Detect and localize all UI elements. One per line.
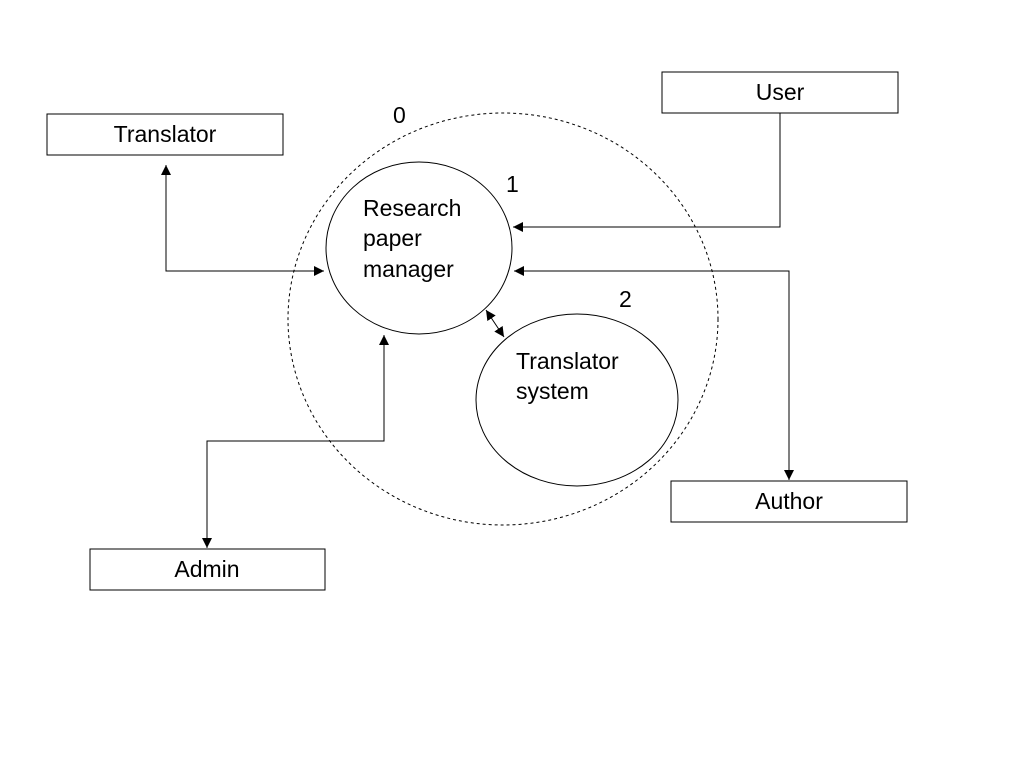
flow-user-manager — [513, 113, 781, 232]
entity-author-label: Author — [755, 488, 823, 514]
entity-translator[interactable]: Translator — [46, 113, 284, 156]
entity-user-label: User — [756, 79, 805, 105]
flow-manager-author — [514, 266, 794, 480]
flow-manager-translator-system — [485, 309, 505, 338]
process-translator-system[interactable]: Translator system — [475, 313, 679, 487]
system-boundary — [287, 112, 719, 526]
process-2-number: 2 — [619, 286, 632, 312]
system-boundary-number: 0 — [393, 102, 406, 128]
flow-translator-manager — [161, 165, 324, 276]
process-1-label-line-3: manager — [363, 256, 454, 282]
process-research-paper-manager[interactable]: Research paper manager — [325, 161, 513, 335]
entity-author[interactable]: Author — [670, 480, 908, 523]
entity-user[interactable]: User — [661, 71, 899, 114]
entity-admin[interactable]: Admin — [89, 548, 326, 591]
process-2-label-line-1: Translator — [516, 348, 619, 374]
process-1-number: 1 — [506, 171, 519, 197]
process-1-label-line-2: paper — [363, 225, 422, 251]
entity-admin-label: Admin — [174, 556, 239, 582]
process-1-label-line-1: Research — [363, 195, 461, 221]
flow-admin-manager — [202, 335, 389, 548]
process-2-label-line-2: system — [516, 378, 589, 404]
entity-translator-label: Translator — [114, 121, 217, 147]
